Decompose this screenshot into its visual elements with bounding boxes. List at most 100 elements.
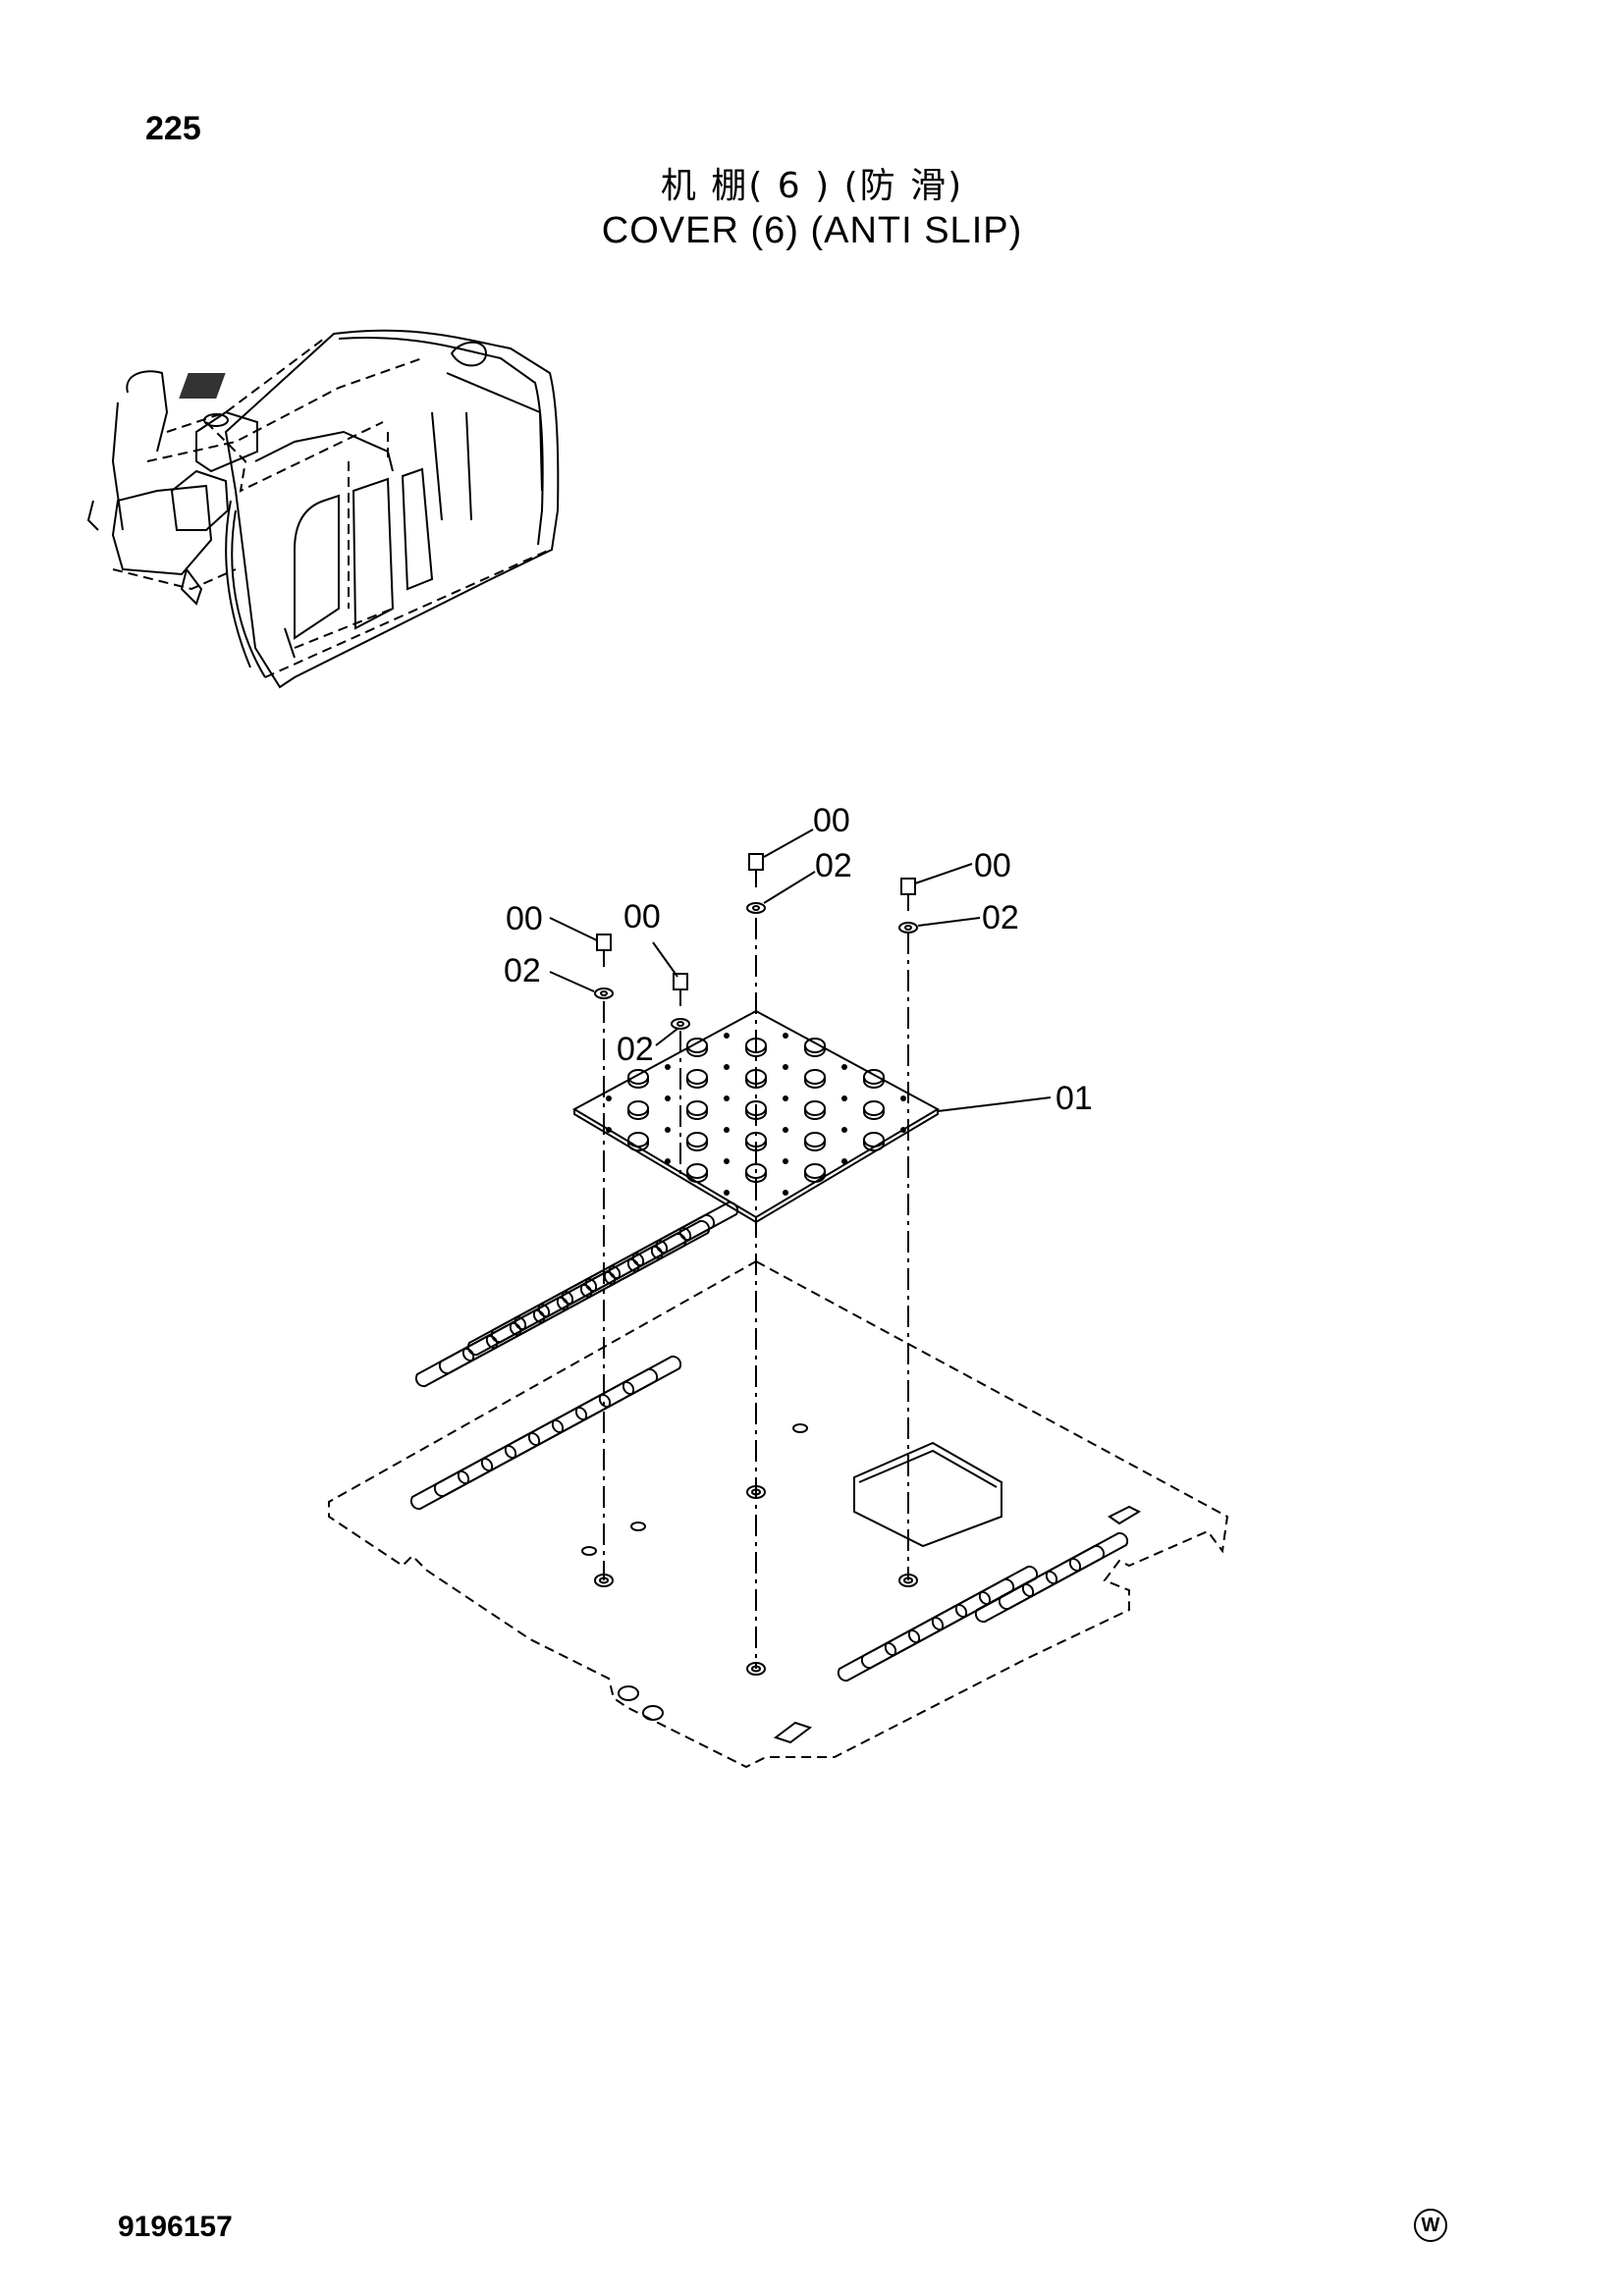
floor-slot: [457, 1444, 517, 1485]
plate-hole: [783, 1064, 788, 1070]
plate-bump-rim: [686, 1171, 708, 1183]
floor-plate: [328, 1201, 1229, 1769]
plate-bump-rim: [686, 1045, 708, 1057]
plate-hole: [724, 1158, 730, 1164]
plate-bump-rim: [745, 1045, 767, 1057]
plate-bump-rim: [804, 1108, 826, 1120]
floor-slot: [438, 1334, 499, 1375]
floor-slot: [884, 1616, 945, 1657]
title-english: COVER (6) (ANTI SLIP): [601, 210, 1023, 251]
floor-slot: [622, 1355, 682, 1396]
plate-bump: [804, 1069, 826, 1085]
floor-slot: [414, 1347, 475, 1388]
floor-slots-right: [837, 1531, 1129, 1682]
floor-slot: [598, 1367, 659, 1409]
callout-washer-inner: 02: [617, 1031, 654, 1068]
callout-bolt-center: 00: [813, 802, 850, 839]
plate-hole: [900, 1095, 906, 1101]
plate-bump-rim: [804, 1077, 826, 1089]
floor-slot: [678, 1201, 739, 1242]
machine-overview-illustration: [86, 329, 560, 689]
callout-washer-right: 02: [982, 899, 1019, 936]
plate-hole: [665, 1127, 671, 1133]
floor-slot: [907, 1603, 968, 1644]
plate-bump-rim: [863, 1108, 885, 1120]
plate-bump: [863, 1100, 885, 1116]
floor-slots-left: [409, 1201, 739, 1511]
floor-slot: [504, 1418, 565, 1460]
plate-bump-rim: [804, 1171, 826, 1183]
document-number: 9196157: [118, 2211, 233, 2243]
floor-slot: [837, 1641, 897, 1682]
floor-slot: [1021, 1557, 1082, 1598]
plate-bump-rim: [686, 1077, 708, 1089]
plate-hole: [783, 1095, 788, 1101]
plate-hole: [783, 1033, 788, 1039]
floor-slot: [1068, 1531, 1129, 1573]
plate-hole: [841, 1158, 847, 1164]
plate-hole: [724, 1127, 730, 1133]
plate-bump: [863, 1069, 885, 1085]
page-number: 225: [145, 110, 201, 147]
plate-hole: [783, 1190, 788, 1196]
plate-hole: [606, 1127, 612, 1133]
plate-hole: [724, 1033, 730, 1039]
plate-hole: [606, 1095, 612, 1101]
floor-slot: [480, 1431, 541, 1472]
floor-slot: [650, 1219, 711, 1260]
plate-bump-rim: [863, 1140, 885, 1151]
manufacturer-mark: W: [1414, 2209, 1447, 2242]
plate-bump: [686, 1038, 708, 1053]
callout-plate: 01: [1056, 1080, 1093, 1117]
plate-bump: [804, 1163, 826, 1179]
floor-slot: [527, 1406, 588, 1447]
floor-slot: [860, 1629, 921, 1670]
plate-hole: [783, 1127, 788, 1133]
plate-bump-rim: [627, 1140, 649, 1151]
callout-leaders: [549, 828, 1052, 1112]
plate-bump: [627, 1100, 649, 1116]
plate-hole: [841, 1095, 847, 1101]
plate-bump-rim: [863, 1077, 885, 1089]
plate-bump: [627, 1069, 649, 1085]
plate-bump: [686, 1163, 708, 1179]
plate-bump-rim: [686, 1108, 708, 1120]
plate-hole: [665, 1158, 671, 1164]
callout-bolt-right: 00: [974, 847, 1011, 884]
plate-hole: [724, 1190, 730, 1196]
plate-bump: [804, 1132, 826, 1148]
plate-bump: [686, 1100, 708, 1116]
callout-washer-left: 02: [504, 952, 541, 989]
plate-hole: [724, 1064, 730, 1070]
plate-hole: [783, 1158, 788, 1164]
plate-hole: [665, 1064, 671, 1070]
plate-hole: [665, 1095, 671, 1101]
plate-bump-rim: [627, 1108, 649, 1120]
plate-bump: [804, 1100, 826, 1116]
plate-hole: [841, 1064, 847, 1070]
plate-hole: [724, 1095, 730, 1101]
title-chinese: 机 棚( 6 ) (防 滑): [660, 166, 964, 206]
plate-bump-rim: [804, 1140, 826, 1151]
plate-bump-rim: [686, 1140, 708, 1151]
assembly-center-lines: [603, 918, 909, 1669]
plate-bump-rim: [627, 1077, 649, 1089]
floor-slot: [433, 1457, 494, 1498]
callout-labels: 00 02 00 02 00 02 00 02 01: [504, 802, 1093, 1117]
floor-slot: [409, 1469, 470, 1511]
callout-bolt-inner: 00: [623, 898, 661, 935]
floor-slot: [931, 1590, 992, 1631]
callout-bolt-left: 00: [506, 900, 543, 937]
floor-slot: [1045, 1544, 1106, 1585]
plate-bump: [804, 1038, 826, 1053]
plate-hole: [900, 1127, 906, 1133]
plate-bump: [627, 1132, 649, 1148]
bolt-and-washer-set: [594, 853, 918, 1030]
floor-slot: [551, 1393, 612, 1434]
plate-bump: [686, 1132, 708, 1148]
plate-hole: [841, 1127, 847, 1133]
plate-bump-rim: [804, 1045, 826, 1057]
plate-bump: [686, 1069, 708, 1085]
plate-bump: [863, 1132, 885, 1148]
